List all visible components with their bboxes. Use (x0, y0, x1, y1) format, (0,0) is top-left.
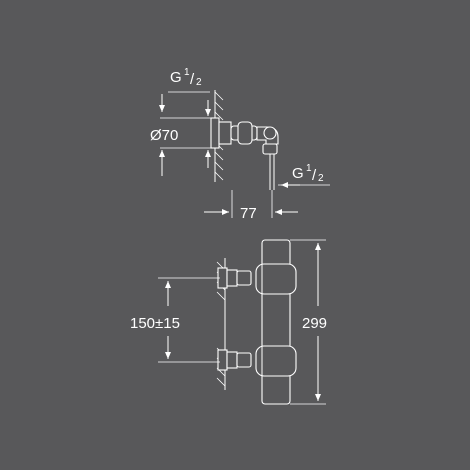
thread-side-num: 1 (306, 163, 312, 174)
thread-top-num: 1 (184, 67, 190, 78)
connector-top (217, 267, 252, 289)
height-label: 299 (302, 315, 327, 332)
diameter-dimension: Ø70 (150, 100, 212, 176)
thread-side-g: G (292, 165, 304, 182)
thread-side-den: 2 (318, 173, 324, 184)
height-dimension: 299 (290, 239, 327, 405)
thread-top-g: G (170, 69, 182, 86)
spacing-dimension: 150±15 (130, 277, 220, 363)
thread-top-den: 2 (196, 77, 202, 88)
thread-side-slash: / (312, 167, 317, 184)
side-view: G 1 / 2 Ø70 G 1 / 2 7 (150, 67, 330, 222)
front-view: 150±15 299 (130, 239, 327, 405)
thread-label-top: G 1 / 2 (159, 67, 210, 112)
depth-label: 77 (240, 205, 257, 222)
thread-top-slash: / (190, 71, 195, 88)
thread-label-side: G 1 / 2 (278, 163, 330, 188)
connector-bottom (217, 349, 252, 371)
mixer-front-body (255, 239, 297, 405)
spacing-label: 150±15 (130, 315, 180, 332)
mixer-side-body (210, 117, 279, 190)
depth-dimension: 77 (204, 190, 298, 222)
diameter-label: Ø70 (150, 127, 178, 144)
